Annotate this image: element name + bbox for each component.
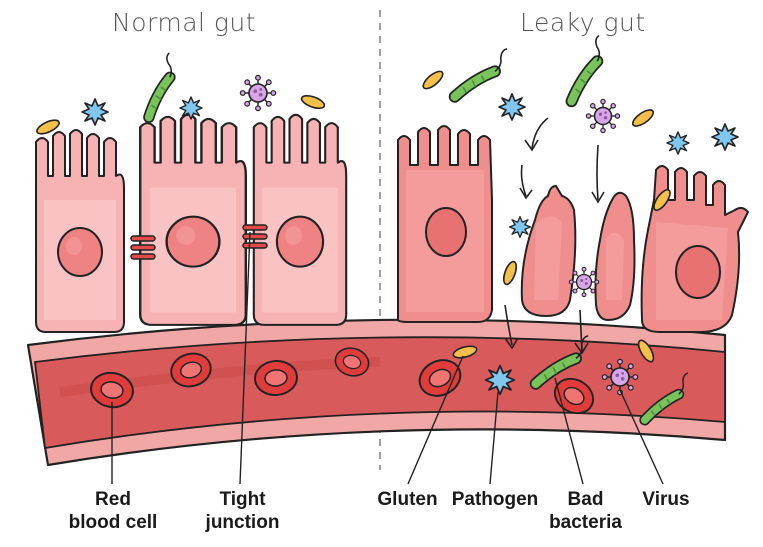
- label-red-blood-cell-line2: blood cell: [68, 511, 158, 534]
- normal-gut-title: Normal gut: [112, 8, 256, 37]
- label-tight-junction-line1: Tight: [200, 488, 285, 511]
- label-red-blood-cell: Red blood cell: [68, 488, 158, 534]
- label-red-blood-cell-line1: Red: [68, 488, 158, 511]
- label-tight-junction: Tight junction: [200, 488, 285, 534]
- label-pathogen: Pathogen: [450, 488, 540, 511]
- label-tight-junction-line2: junction: [200, 511, 285, 534]
- label-bad-bacteria-line2: bacteria: [548, 511, 623, 534]
- label-bad-bacteria-line1: Bad: [548, 488, 623, 511]
- leaky-gut-title: Leaky gut: [520, 8, 646, 37]
- label-bad-bacteria: Bad bacteria: [548, 488, 623, 534]
- leaky-gut-epithelium: [398, 126, 748, 332]
- normal-gut-epithelium: [36, 115, 346, 332]
- label-virus: Virus: [636, 488, 696, 511]
- label-gluten: Gluten: [370, 488, 445, 511]
